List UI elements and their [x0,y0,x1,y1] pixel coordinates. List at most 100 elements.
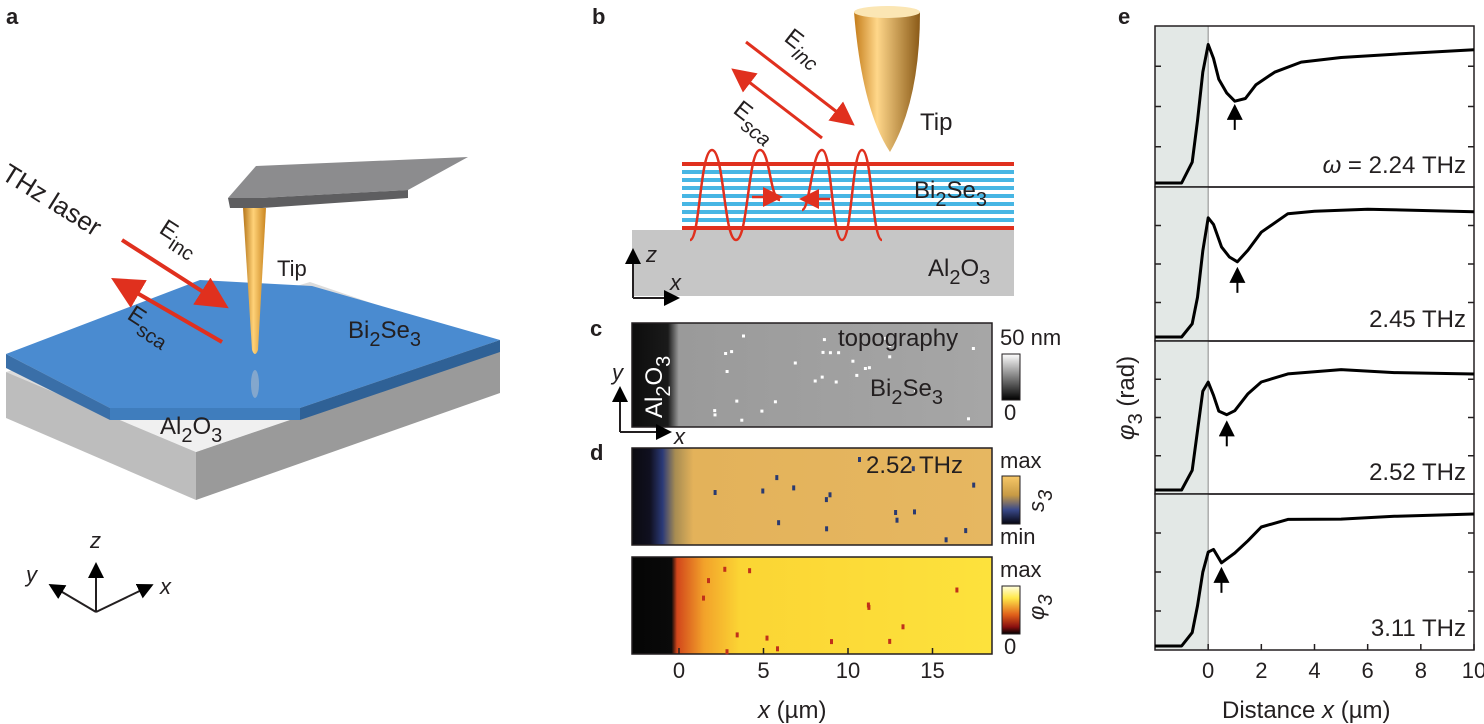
axes-c: y x [610,360,686,449]
panel-c: c topography Al2O3 Bi2Se3 50 nm 0 y x [590,316,1061,449]
series-label: 2.45 THz [1369,306,1466,333]
s3-speck [824,497,828,503]
s3-speck [895,517,899,523]
e-inc-arrow-a [120,238,229,309]
axes-b: z x [625,242,682,306]
topo-speck [793,361,797,365]
axis-x-label-a: x [159,574,172,599]
phi3-colorbar-min: 0 [1004,634,1016,659]
s3-speck [858,457,861,462]
axis-z-label-a: z [89,528,101,553]
s3-speck [828,492,832,498]
s3-colorbar [1001,475,1021,525]
s3-speck [761,488,765,494]
series-line [1155,368,1475,492]
topo-colorbar [1001,353,1021,401]
panel-e-label: e [1118,4,1130,29]
topo-speck [967,417,970,421]
topo-speck [730,350,734,354]
series-label: ω = 2.24 THz [1323,152,1466,179]
phi3-speck [748,568,752,574]
tip-b-top [854,6,920,18]
topo-right-label: Bi2Se3 [870,375,943,409]
panel-e-subplot: 3.11 THz [1154,493,1475,651]
phi3-speck [830,639,833,645]
topo-speck [742,334,745,338]
topo-speck [913,388,917,392]
topo-speck [740,418,744,422]
panel-d-xlabel: x (µm) [757,697,826,724]
e-inc-label-a: Einc [151,214,204,265]
shaded-region [1155,187,1209,341]
series-line [1155,512,1475,648]
panel-a-label: a [6,4,19,29]
s3-freq-label: 2.52 THz [866,452,963,479]
phi3-colorbar [1001,585,1021,635]
s3-colorbar-min: min [1000,524,1035,549]
series-line [1155,207,1475,339]
s3-speck [777,520,781,526]
s3-speck [894,510,898,515]
s3-speck [792,485,796,491]
substrate-b [632,228,1014,296]
e-sca-label-b: Esca [724,95,782,151]
film-stack-b [682,148,1014,242]
series-line [1155,43,1475,185]
phi3-map-specks [702,566,959,655]
topo-speck [883,336,887,340]
cantilever [228,157,468,208]
topo-speck [822,338,826,342]
e-sca-arrow-b [731,68,823,140]
topo-speck [813,379,817,383]
phi3-speck [735,632,739,638]
phi3-map [631,556,993,655]
s3-speck [944,537,948,543]
topo-speck [888,344,892,348]
topography-map [631,322,993,428]
s3-colorbar-max: max [1000,448,1042,473]
film-label-b: Bi2Se3 [914,177,987,211]
phi3-speck [702,595,705,601]
phi3-speck [888,638,892,644]
topo-speck [867,366,871,370]
axis-z-label-b: z [645,242,657,267]
panel-d-xtick-label: 15 [920,658,944,683]
topo-speck [725,370,729,373]
panel-e-subplot: 2.45 THz [1154,186,1475,342]
topography-title: topography [838,325,958,352]
phi3-colorbar-max: max [1000,557,1042,582]
axes-a: z y x [24,528,172,613]
panel-e-xtick-label: 10 [1462,658,1484,683]
topo-speck [971,347,975,350]
s3-colorbar-label: s3 [1024,490,1057,512]
phi3-speck [723,566,727,572]
axis-y-label-c: y [610,360,625,385]
panel-b-label: b [592,4,605,29]
topo-speck [713,413,717,417]
topo-speck [820,375,824,379]
tip-b [854,8,920,152]
axis-x-label-b: x [669,270,682,295]
tip-label-a: Tip [277,256,307,281]
topo-speck [760,409,764,413]
phi3-speck [725,649,729,655]
topo-colorbar-max: 50 nm [1000,325,1061,350]
series-label: 2.52 THz [1369,459,1466,486]
shaded-region [1155,494,1209,650]
panel-e-xtick-label: 8 [1415,658,1427,683]
panel-e-subplot: 2.52 THz [1154,340,1475,495]
panel-d-xtick-label: 10 [836,658,860,683]
phi3-speck [901,624,905,630]
s3-speck [964,528,968,534]
phi3-colorbar-label: φ3 [1024,595,1057,620]
tip-a [243,208,266,398]
topo-speck [773,400,777,404]
panel-e-xtick-label: 6 [1362,658,1374,683]
axis-x-label-c: x [673,424,686,449]
s3-map-specks [713,457,976,543]
topo-speck [735,399,739,403]
panel-e-ylabel: φ3 (rad) [1113,356,1147,440]
